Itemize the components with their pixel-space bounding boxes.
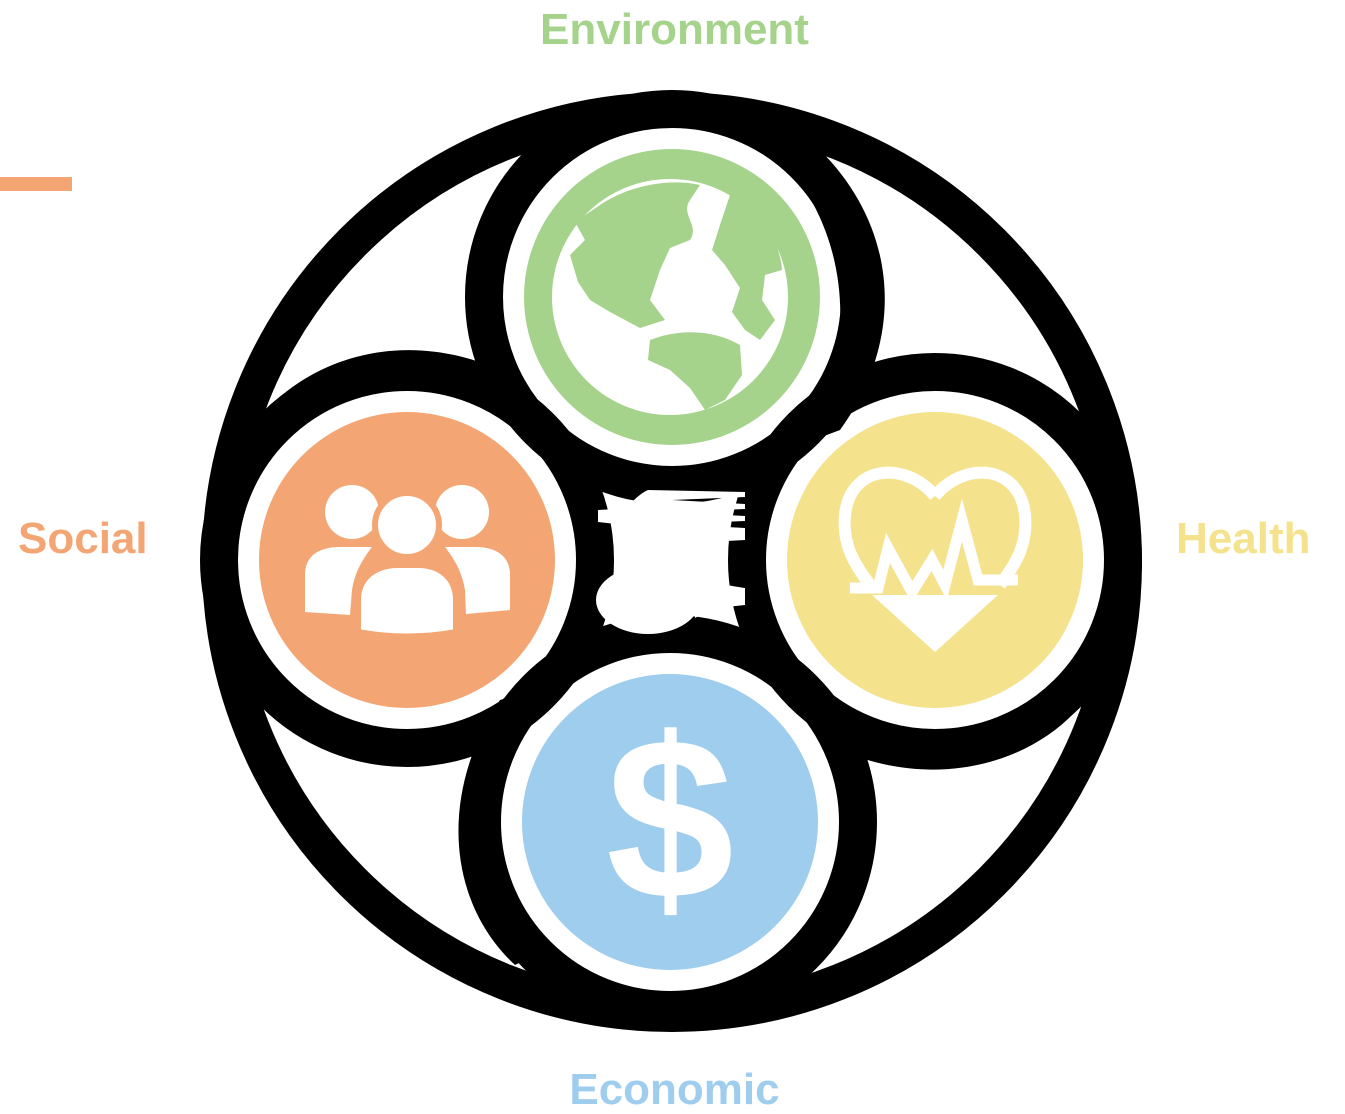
economic-label: Economic — [569, 1065, 780, 1114]
economic-disc — [522, 674, 818, 970]
accent-bar — [0, 177, 72, 191]
people-group-icon — [305, 485, 510, 640]
environment-label: Environment — [540, 5, 809, 54]
globe-icon — [552, 179, 788, 415]
dollar-sign-icon: $ — [606, 690, 734, 947]
social-label: Social — [18, 514, 148, 563]
heart-pulse-icon — [838, 466, 1032, 652]
swirl-connectors — [268, 150, 1075, 965]
fork-and-spoon-icon — [596, 490, 745, 634]
health-label: Health — [1176, 514, 1311, 563]
